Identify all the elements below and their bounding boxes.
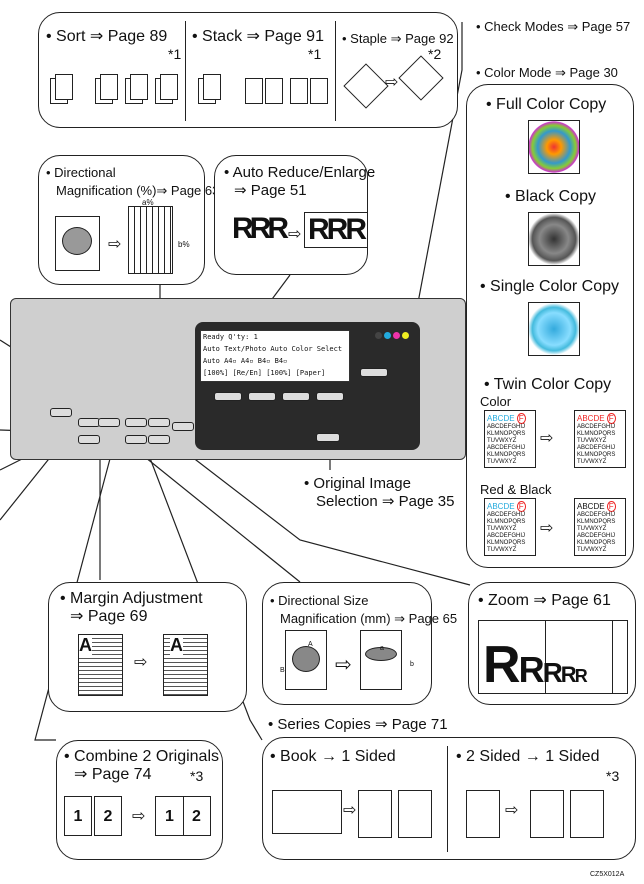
size-original <box>285 630 327 690</box>
combine-page-1: 1 <box>64 796 92 836</box>
auto-reduce-label-2: ⇒ Page 51 <box>234 182 307 199</box>
single-color-image <box>528 302 580 356</box>
reduce-sample: RRR <box>232 212 289 245</box>
series-label: • Series Copies ⇒ Page 71 <box>268 716 448 733</box>
a-size-label: a <box>380 645 384 652</box>
original-image-key[interactable] <box>316 433 340 442</box>
series-note: *3 <box>606 768 620 784</box>
check-modes-key[interactable] <box>360 368 388 377</box>
full-color-image <box>528 120 580 174</box>
panel-key[interactable] <box>98 418 120 427</box>
combine-label-2: ⇒ Page 74 <box>74 766 152 783</box>
enlarge-sample: RRR <box>304 212 368 248</box>
figure-code: CZ5X012A <box>590 871 625 878</box>
combine-label-1: • Combine 2 Originals <box>64 748 219 765</box>
zoom-illustration: RRRRR <box>478 620 628 694</box>
stack-note: *1 <box>308 46 322 62</box>
auto-reduce-label-1: • Auto Reduce/Enlarge <box>224 164 376 181</box>
book-label: • Book → 1 Sided <box>270 748 396 765</box>
soft-key-1[interactable] <box>214 392 242 401</box>
finishing-box <box>38 12 458 128</box>
original-page <box>55 216 100 271</box>
twin-color-label: • Twin Color Copy <box>484 376 612 393</box>
directional-size-label-1: • Directional Size <box>270 593 369 608</box>
soft-key-2[interactable] <box>248 392 276 401</box>
sort-label: • Sort ⇒ Page 89 <box>46 28 168 45</box>
staple-label: • Staple ⇒ Page 92 <box>342 31 454 46</box>
margin-label-2: ⇒ Page 69 <box>70 608 148 625</box>
color-mode-label: • Color Mode ⇒ Page 30 <box>476 65 618 80</box>
directional-mag-label-1: • Directional <box>46 165 116 180</box>
black-copy-label: • Black Copy <box>505 188 596 205</box>
two-sided-label: • 2 Sided → 1 Sided <box>456 748 600 765</box>
panel-key[interactable] <box>78 435 100 444</box>
soft-key-3[interactable] <box>282 392 310 401</box>
A-label: A <box>308 641 313 648</box>
b-size-label: b <box>410 661 414 668</box>
combine-note: *3 <box>190 768 204 784</box>
b-label: b% <box>178 240 190 249</box>
panel-key[interactable] <box>148 435 170 444</box>
check-modes-label: • Check Modes ⇒ Page 57 <box>476 19 631 34</box>
twin-color-color-label: Color <box>480 394 512 409</box>
two-sided-original <box>466 790 500 838</box>
arrow-icon: ⇨ <box>540 430 554 447</box>
book-illustration <box>272 790 342 834</box>
original-image-label-1: • Original Image <box>304 475 411 492</box>
margin-original: A <box>78 634 123 696</box>
margin-label-1: • Margin Adjustment <box>60 590 203 607</box>
zoom-label: • Zoom ⇒ Page 61 <box>478 592 611 609</box>
panel-key[interactable] <box>50 408 72 417</box>
a-label: a% <box>142 198 154 207</box>
size-result <box>360 630 402 690</box>
directional-size-label-2: Magnification (mm) ⇒ Page 65 <box>280 611 458 626</box>
margin-result: A <box>163 634 208 696</box>
stack-label: • Stack ⇒ Page 91 <box>192 28 324 45</box>
auto-reduce-box <box>214 155 368 275</box>
single-color-label: • Single Color Copy <box>480 278 619 295</box>
panel-key[interactable] <box>78 418 100 427</box>
original-image-label-2: Selection ⇒ Page 35 <box>316 493 455 510</box>
full-color-label: • Full Color Copy <box>486 96 607 113</box>
panel-key[interactable] <box>125 435 147 444</box>
panel-key[interactable] <box>148 418 170 427</box>
panel-key[interactable] <box>125 418 147 427</box>
color-indicators <box>375 332 409 339</box>
combine-page-2: 2 <box>94 796 122 836</box>
arrow-icon: ⇨ <box>540 520 554 537</box>
panel-key[interactable] <box>172 422 194 431</box>
twin-color-red-black-label: Red & Black <box>480 482 552 497</box>
staple-note: *2 <box>428 46 442 62</box>
sort-note: *1 <box>168 46 182 62</box>
black-copy-image <box>528 212 580 266</box>
B-label: B <box>280 667 285 674</box>
enlarged-page <box>128 206 173 274</box>
soft-key-4[interactable] <box>316 392 344 401</box>
directional-mag-label-2: Magnification (%)⇒ Page 63 <box>56 183 220 198</box>
